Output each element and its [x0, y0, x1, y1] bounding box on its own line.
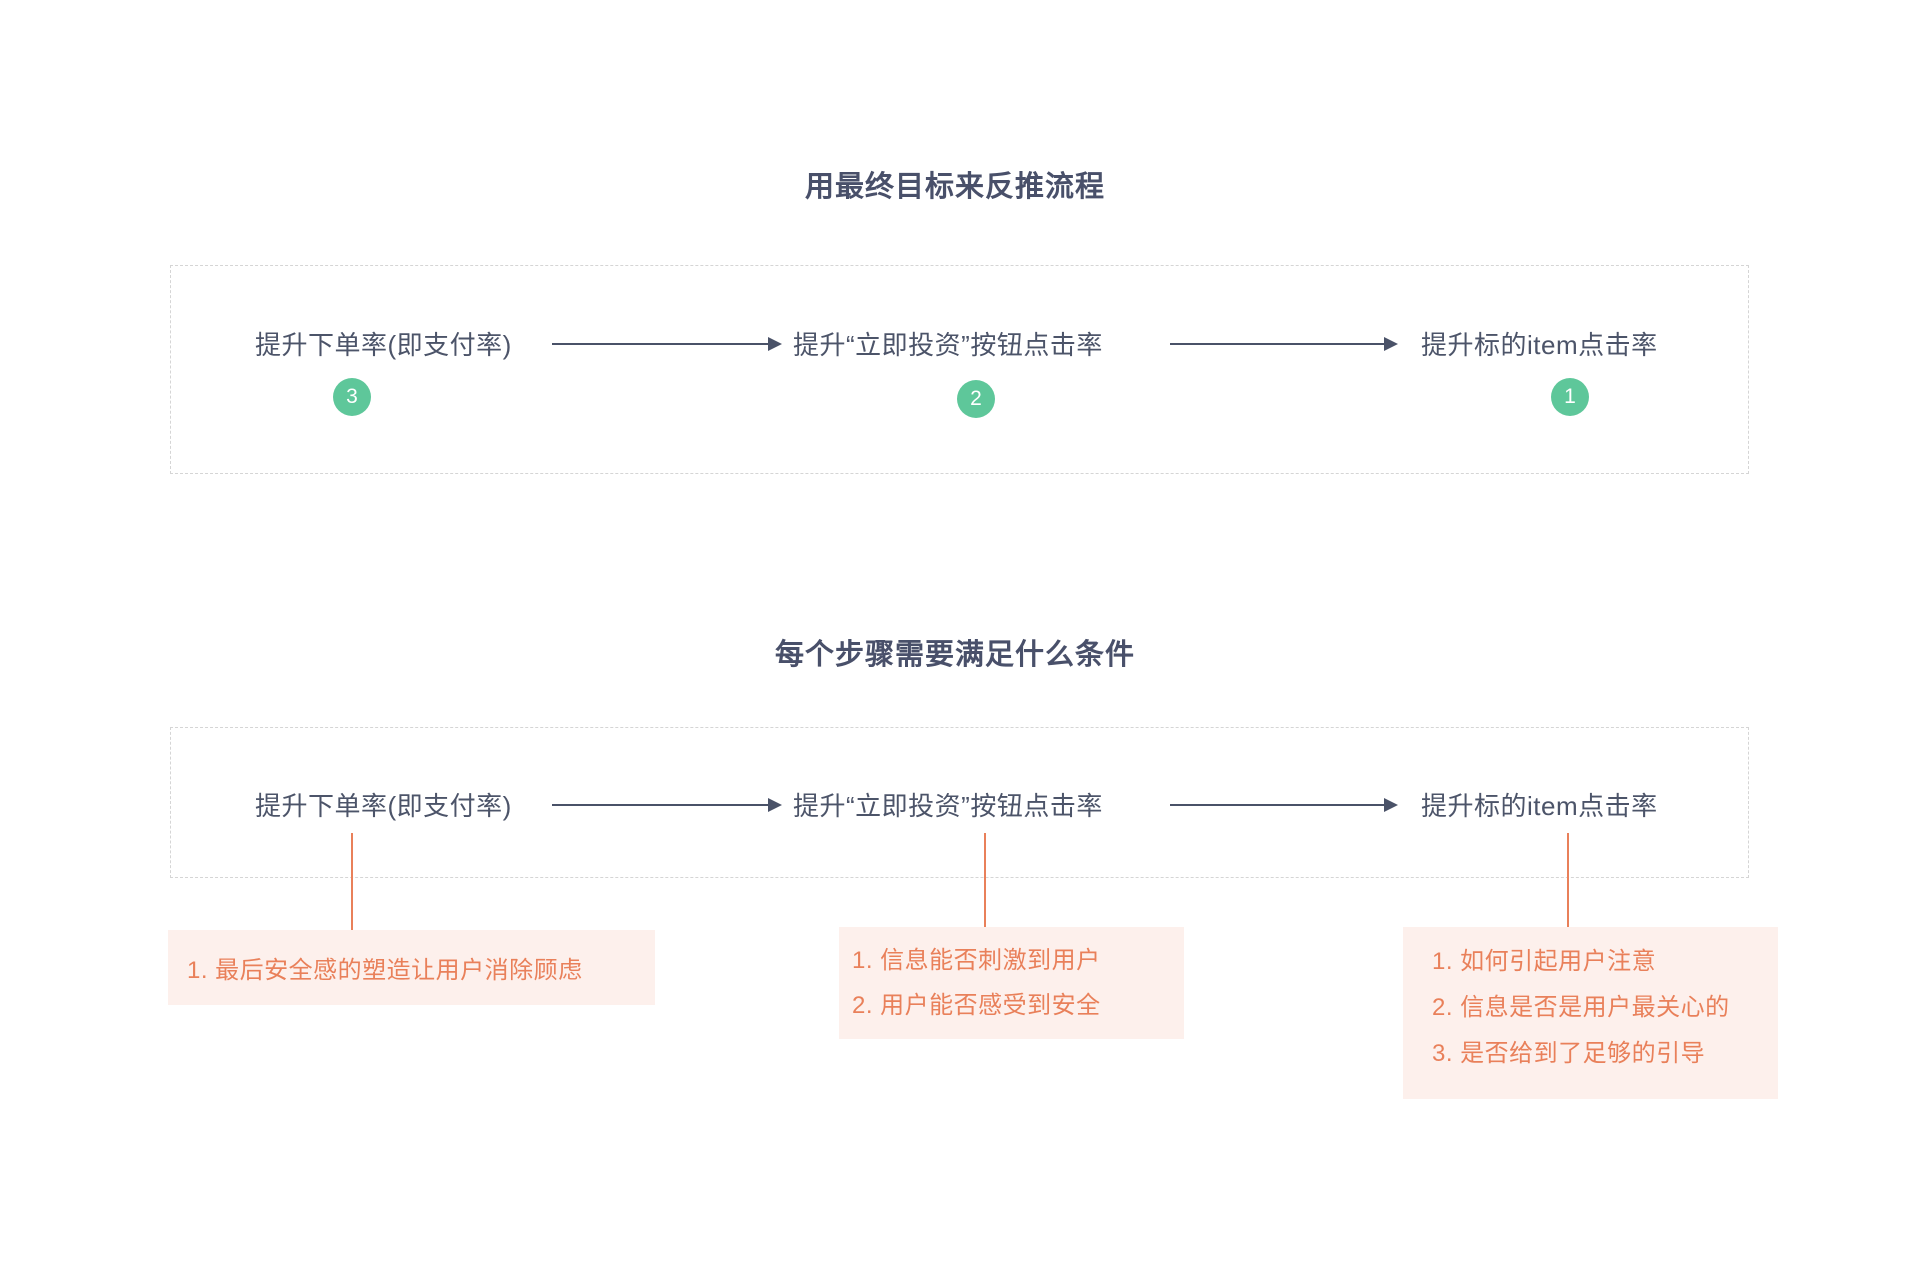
arrow-head-icon — [768, 337, 782, 351]
note-item: 2. 用户能否感受到安全 — [852, 992, 1101, 1019]
note-item: 1. 如何引起用户注意 — [1432, 948, 1657, 975]
flow-node-invest-button-1: 提升“立即投资”按钮点击率 — [793, 330, 1103, 360]
note-item: 1. 最后安全感的塑造让用户消除顾虑 — [187, 957, 583, 984]
step-badge-3: 3 — [333, 378, 371, 416]
flow-node-order-rate-2: 提升下单率(即支付率) — [255, 791, 512, 821]
arrow-icon — [552, 798, 782, 812]
arrow-icon — [552, 337, 782, 351]
arrow-head-icon — [768, 798, 782, 812]
note-item: 2. 信息是否是用户最关心的 — [1432, 994, 1730, 1021]
flow-container-1 — [170, 265, 1749, 474]
note-box-item-click: 1. 如何引起用户注意 2. 信息是否是用户最关心的 3. 是否给到了足够的引导 — [1403, 927, 1778, 1099]
note-box-order-rate: 1. 最后安全感的塑造让用户消除顾虑 — [168, 930, 655, 1005]
step-badge-1: 1 — [1551, 378, 1589, 416]
flow-node-order-rate-1: 提升下单率(即支付率) — [255, 330, 512, 360]
flow-node-item-click-1: 提升标的item点击率 — [1421, 330, 1658, 360]
note-item: 1. 信息能否刺激到用户 — [852, 947, 1101, 974]
section-title-goal-flow: 用最终目标来反推流程 — [804, 171, 1105, 203]
connector-line — [1567, 833, 1569, 927]
connector-line — [351, 833, 353, 930]
flow-node-item-click-2: 提升标的item点击率 — [1421, 791, 1658, 821]
note-box-invest-button: 1. 信息能否刺激到用户 2. 用户能否感受到安全 — [839, 927, 1184, 1039]
arrow-head-icon — [1384, 337, 1398, 351]
note-item: 3. 是否给到了足够的引导 — [1432, 1040, 1706, 1067]
flow-node-invest-button-2: 提升“立即投资”按钮点击率 — [793, 791, 1103, 821]
flow-container-2 — [170, 727, 1749, 878]
arrow-head-icon — [1384, 798, 1398, 812]
connector-line — [984, 833, 986, 927]
step-badge-2: 2 — [957, 380, 995, 418]
arrow-icon — [1170, 798, 1398, 812]
section-title-step-conditions: 每个步骤需要满足什么条件 — [774, 639, 1135, 671]
arrow-icon — [1170, 337, 1398, 351]
